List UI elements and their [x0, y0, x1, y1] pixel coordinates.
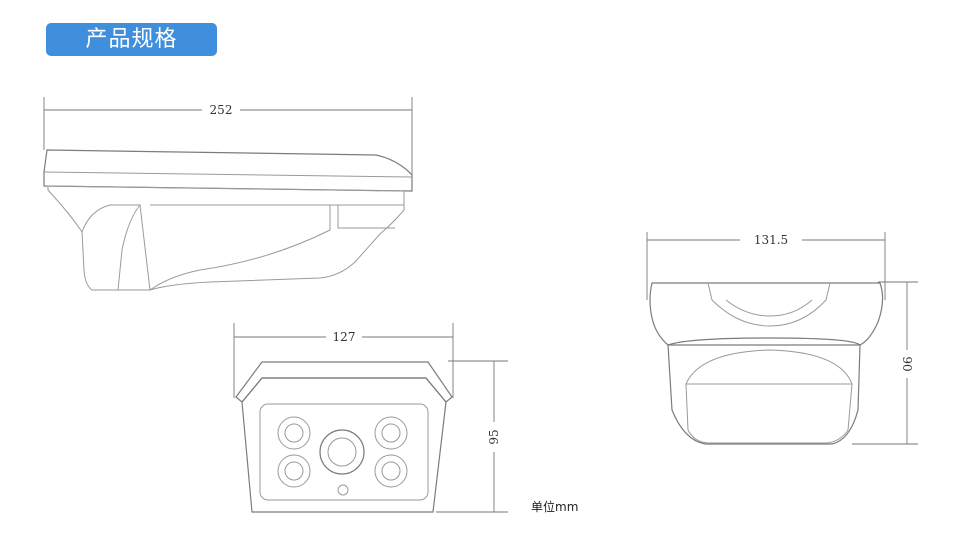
rear-height-label: 90	[900, 356, 914, 371]
side-length-label: 252	[210, 103, 233, 117]
front-width-label: 127	[333, 330, 356, 344]
section-title: 产品规格	[46, 23, 217, 56]
side-view: 252	[43, 97, 413, 291]
front-height-label: 95	[487, 429, 501, 444]
front-view: 127 95	[233, 323, 508, 513]
rear-width-label: 131.5	[754, 233, 788, 247]
unit-note: 单位mm	[531, 500, 579, 514]
rear-view: 131.5 90	[646, 232, 918, 445]
